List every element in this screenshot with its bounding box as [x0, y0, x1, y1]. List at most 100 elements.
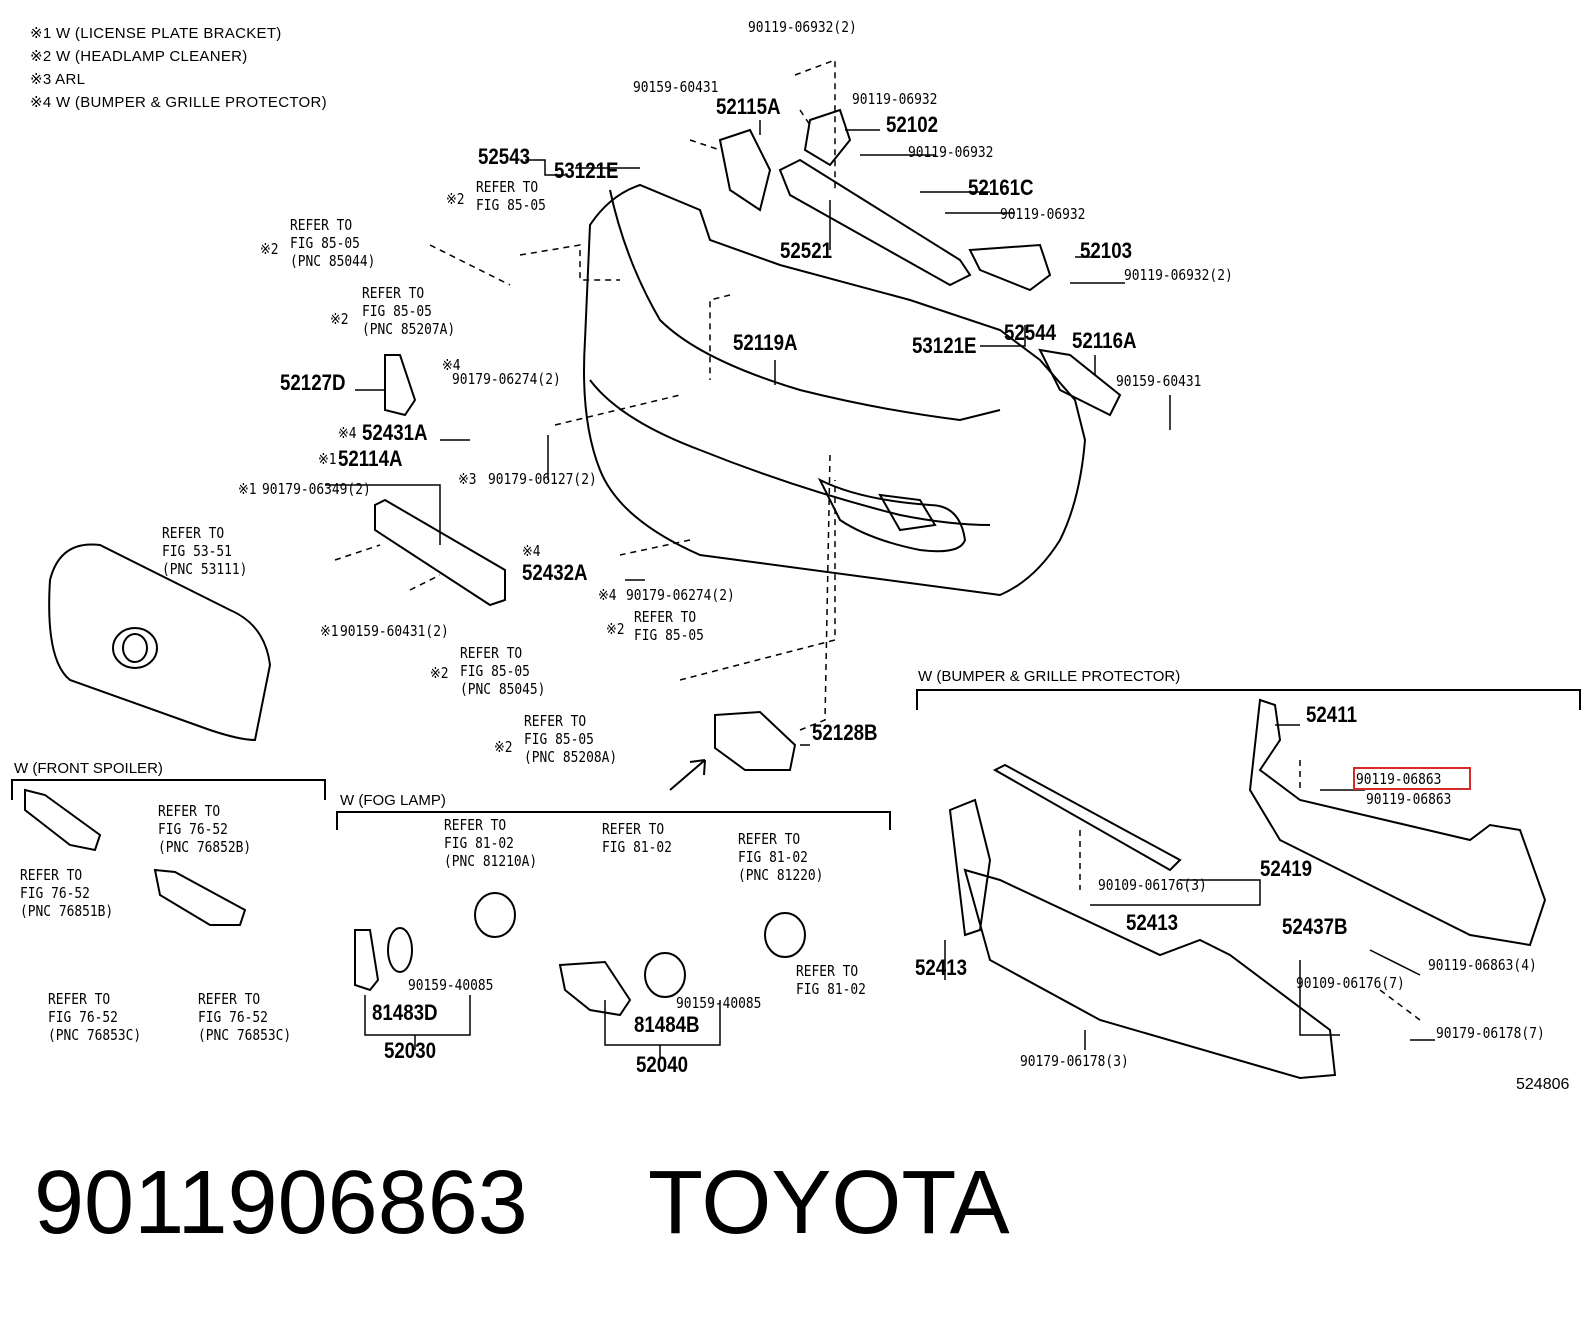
- label-90179-06349-2: 90179-06349(2): [262, 480, 371, 498]
- ref-block-4: REFER TO FIG 53-51 (PNC 53111): [162, 524, 247, 578]
- label-52437B: 52437B: [1282, 914, 1348, 939]
- mark-4-d: ※4: [598, 586, 617, 604]
- label-52114A: 52114A: [338, 446, 403, 471]
- mark-1-a: ※1: [318, 450, 337, 468]
- label-52161C: 52161C: [968, 175, 1034, 200]
- ref-9-line3: (PNC 76851B): [20, 902, 114, 920]
- ref-block-13: REFER TO FIG 81-02: [602, 820, 672, 856]
- label-52413-b: 52413: [915, 955, 968, 980]
- label-90119-06863: 90119-06863: [1366, 790, 1452, 808]
- mark-2-e: ※2: [430, 664, 449, 682]
- section-line-protector: [916, 689, 1581, 710]
- ref-block-1: REFER TO FIG 85-05: [476, 178, 546, 214]
- highlight-box: [1353, 767, 1471, 790]
- label-52521: 52521: [780, 238, 833, 263]
- ref-4-line1: REFER TO: [162, 524, 225, 542]
- fog-bezel-81484B: [558, 960, 632, 1017]
- radiator-grille: [48, 543, 272, 742]
- label-90159-60431-r: 90159-60431: [1116, 372, 1202, 390]
- label-90119-06863-4: 90119-06863(4): [1428, 956, 1537, 974]
- ref-10-line1: REFER TO: [48, 990, 111, 1008]
- label-52030: 52030: [384, 1038, 437, 1063]
- ref-13-line2: FIG 81-02: [602, 838, 672, 856]
- ref-15-line2: FIG 81-02: [796, 980, 866, 998]
- mark-4-a: ※4: [442, 356, 461, 374]
- protector-52413-left: [948, 798, 992, 937]
- section-title-protector: W (BUMPER & GRILLE PROTECTOR): [918, 668, 1181, 685]
- ref-9-line2: FIG 76-52: [20, 884, 90, 902]
- ref-14-line3: (PNC 81220): [738, 866, 824, 884]
- ref-12-line3: (PNC 81210A): [444, 852, 538, 870]
- bracket-52115A: [718, 128, 772, 212]
- ref-12-line1: REFER TO: [444, 816, 507, 834]
- fog-lamp-81220: [764, 912, 806, 958]
- ref-8-line3: (PNC 76852B): [158, 838, 252, 856]
- bracket-52127D: [384, 354, 417, 417]
- bracket-52103: [968, 243, 1052, 292]
- label-90119-06932-a: 90119-06932: [852, 90, 938, 108]
- ref-10-line2: FIG 76-52: [48, 1008, 118, 1026]
- ref-4-line2: FIG 53-51: [162, 542, 232, 560]
- label-52431A: 52431A: [362, 420, 428, 445]
- note-4: ※4 W (BUMPER & GRILLE PROTECTOR): [30, 94, 327, 111]
- fog-bezel-52128B: [714, 710, 797, 771]
- mark-1-c: ※1: [320, 622, 339, 640]
- ref-block-3: REFER TO FIG 85-05 (PNC 85207A): [362, 284, 455, 338]
- label-90119-06863-highlighted: 90119-06863: [1356, 770, 1442, 788]
- label-90119-06932-2-top: 90119-06932(2): [748, 18, 857, 36]
- ref-8-line1: REFER TO: [158, 802, 221, 820]
- mark-2-d: ※2: [606, 620, 625, 638]
- note-3: ※3 ARL: [30, 71, 86, 88]
- brand-name: TOYOTA: [648, 1153, 1010, 1253]
- ref-block-15: REFER TO FIG 81-02: [796, 962, 866, 998]
- grille-opening: [817, 477, 967, 553]
- label-52544: 52544: [1004, 320, 1057, 345]
- ref-block-5: REFER TO FIG 85-05: [634, 608, 704, 644]
- label-90109-06176-7: 90109-06176(7): [1296, 974, 1405, 992]
- mark-1-b: ※1: [238, 480, 257, 498]
- mark-2-f: ※2: [494, 738, 513, 756]
- fog-opening-right: [878, 493, 937, 532]
- arrow: [669, 759, 706, 791]
- mark-4-c: ※4: [522, 542, 541, 560]
- label-90119-06932-b: 90119-06932: [908, 143, 994, 161]
- ref-block-11: REFER TO FIG 76-52 (PNC 76853C): [198, 990, 291, 1044]
- mark-2-a: ※2: [446, 190, 465, 208]
- ref-8-line2: FIG 76-52: [158, 820, 228, 838]
- fog-lamp-81210A: [474, 892, 516, 938]
- label-90159-40085-a: 90159-40085: [408, 976, 494, 994]
- ref-block-14: REFER TO FIG 81-02 (PNC 81220): [738, 830, 823, 884]
- label-90159-60431-2: 90159-60431(2): [340, 622, 449, 640]
- ref-9-line1: REFER TO: [20, 866, 83, 884]
- label-90159-40085-b: 90159-40085: [676, 994, 762, 1012]
- bracket-52102: [803, 108, 852, 167]
- ref-block-6: REFER TO FIG 85-05 (PNC 85045): [460, 644, 545, 698]
- ref-2-line2: FIG 85-05: [290, 234, 360, 252]
- ref-6-line3: (PNC 85045): [460, 680, 546, 698]
- bumper-lower-edge: [589, 379, 991, 526]
- label-52116A: 52116A: [1072, 328, 1137, 353]
- label-81483D: 81483D: [372, 1000, 438, 1025]
- bracket-52116A: [1038, 348, 1122, 417]
- ref-block-7: REFER TO FIG 85-05 (PNC 85208A): [524, 712, 617, 766]
- ref-block-12: REFER TO FIG 81-02 (PNC 81210A): [444, 816, 537, 870]
- ref-7-line3: (PNC 85208A): [524, 748, 618, 766]
- label-52432A: 52432A: [522, 560, 588, 585]
- label-81484B: 81484B: [634, 1012, 700, 1037]
- label-52128B: 52128B: [812, 720, 878, 745]
- ref-14-line2: FIG 81-02: [738, 848, 808, 866]
- ref-5-line1: REFER TO: [634, 608, 697, 626]
- bumper-upper-edge: [609, 189, 1001, 422]
- label-90179-06178-3: 90179-06178(3): [1020, 1052, 1129, 1070]
- ref-12-line2: FIG 81-02: [444, 834, 514, 852]
- fog-ring-right: [644, 952, 686, 998]
- fog-ring-left: [387, 927, 413, 973]
- bumper-cover: [583, 183, 1087, 597]
- label-90119-06932-c: 90119-06932: [1000, 205, 1086, 223]
- spoiler-part-76852B: [153, 868, 247, 926]
- label-52103: 52103: [1080, 238, 1133, 263]
- label-53121E-top: 53121E: [554, 158, 619, 183]
- ref-3-line2: FIG 85-05: [362, 302, 432, 320]
- label-52413-a: 52413: [1126, 910, 1179, 935]
